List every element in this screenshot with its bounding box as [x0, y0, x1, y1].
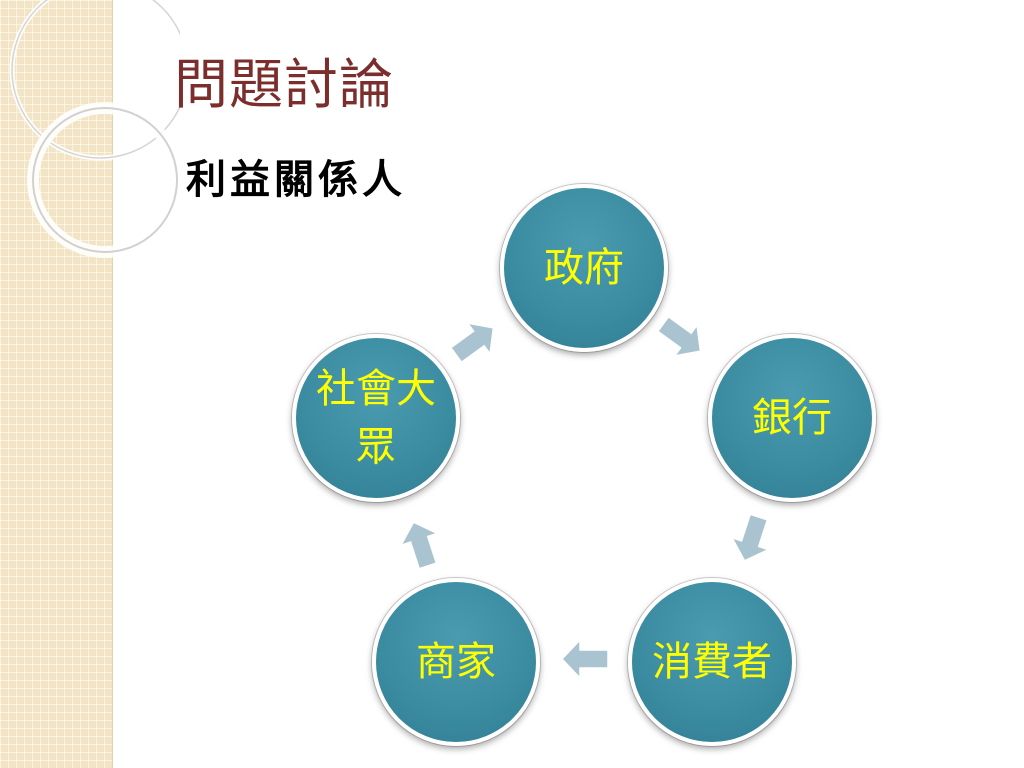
slide-title: 問題討論	[174, 53, 394, 116]
node-label: 政府	[544, 245, 624, 291]
node-merchant: 商家	[372, 578, 540, 746]
decorative-rings	[9, 0, 180, 258]
arrow-4-to-0	[449, 322, 495, 364]
node-label: 社會大眾	[316, 366, 436, 470]
arrow-3-to-4	[399, 521, 440, 570]
node-bank: 銀行	[708, 334, 876, 502]
slide-subtitle: 利益關係人	[186, 156, 406, 203]
node-government: 政府	[500, 184, 668, 352]
arrow-2-to-3	[560, 638, 609, 680]
node-label: 消費者	[652, 639, 772, 685]
node-public: 社會大眾	[292, 334, 460, 502]
node-label: 銀行	[752, 395, 832, 441]
node-label: 商家	[416, 639, 496, 685]
arrow-1-to-2	[730, 513, 771, 562]
node-consumer: 消費者	[628, 578, 796, 746]
arrow-0-to-1	[656, 315, 702, 357]
